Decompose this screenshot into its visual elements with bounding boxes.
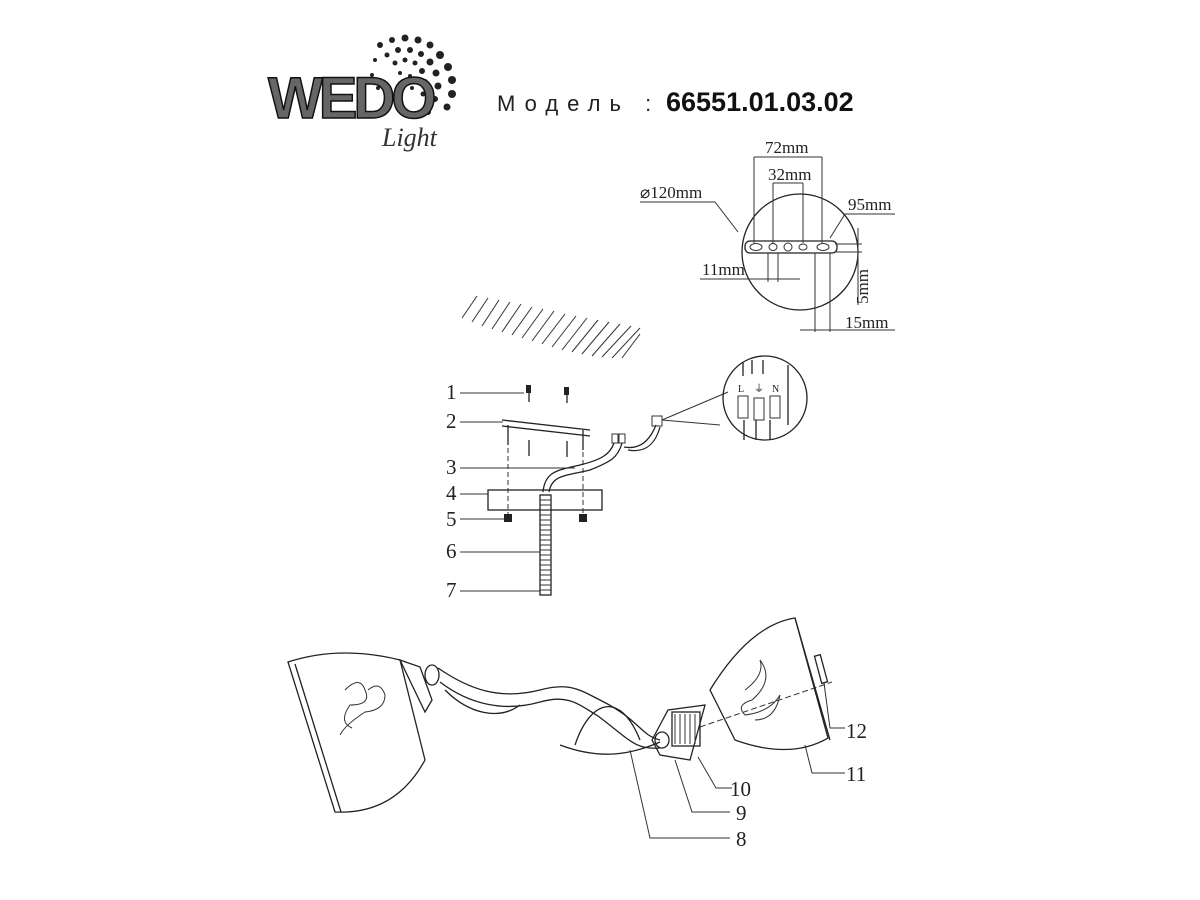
dim-5mm: 5mm: [853, 269, 872, 304]
part-label-9: 9: [736, 801, 747, 825]
part-label-8: 8: [736, 827, 747, 851]
mounting-bar: [744, 240, 838, 254]
dim-15mm: 15mm: [845, 313, 888, 332]
part-label-3: 3: [446, 455, 457, 479]
ceiling-mount-parts: [487, 385, 663, 596]
dim-diameter: ⌀120mm: [640, 183, 702, 202]
finial: [813, 653, 829, 685]
model-code: 66551.01.03.02: [666, 87, 854, 117]
earth-icon: ⏚: [754, 383, 764, 395]
nut: [504, 514, 512, 522]
right-shade: [709, 617, 829, 751]
mounting-bracket: [501, 419, 591, 437]
part-labels-bottom: 12 11 10 9 8: [629, 682, 867, 851]
logo-subtext: Light: [381, 123, 438, 152]
mount-dimension-detail: 72mm 32mm ⌀120mm 95mm 11mm 5mm 15mm: [640, 138, 895, 332]
part-label-12: 12: [846, 719, 867, 743]
ceiling-hatch: [461, 295, 641, 359]
dim-32mm: 32mm: [768, 165, 811, 184]
logo-text: WEDO: [268, 66, 434, 131]
part-label-6: 6: [446, 539, 457, 563]
part-label-4: 4: [446, 481, 457, 505]
socket-ring: [651, 704, 706, 761]
terminal-block-detail: L ⏚ N: [661, 355, 808, 441]
part-label-10: 10: [730, 777, 751, 801]
part-labels-top: 1 2 3 4 5 6 7: [446, 380, 575, 602]
part-label-11: 11: [846, 762, 866, 786]
part-label-5: 5: [446, 507, 457, 531]
part-label-2: 2: [446, 409, 457, 433]
logo-dot-spiral: [370, 34, 456, 115]
brand-logo: WEDO Light: [267, 34, 456, 152]
dim-72mm: 72mm: [765, 138, 808, 157]
model-label: Модель :: [497, 91, 660, 116]
terminal-live-label: L: [738, 384, 744, 395]
left-shade: [287, 652, 426, 813]
lamp-arm-assembly: [287, 617, 833, 813]
dim-95mm: 95mm: [848, 195, 891, 214]
terminal-neutral-label: N: [772, 384, 779, 395]
part-label-1: 1: [446, 380, 457, 404]
nut: [579, 514, 587, 522]
screws: [528, 385, 568, 403]
dim-11mm: 11mm: [702, 260, 745, 279]
part-label-7: 7: [446, 578, 457, 602]
lamp-socket: [671, 711, 701, 747]
